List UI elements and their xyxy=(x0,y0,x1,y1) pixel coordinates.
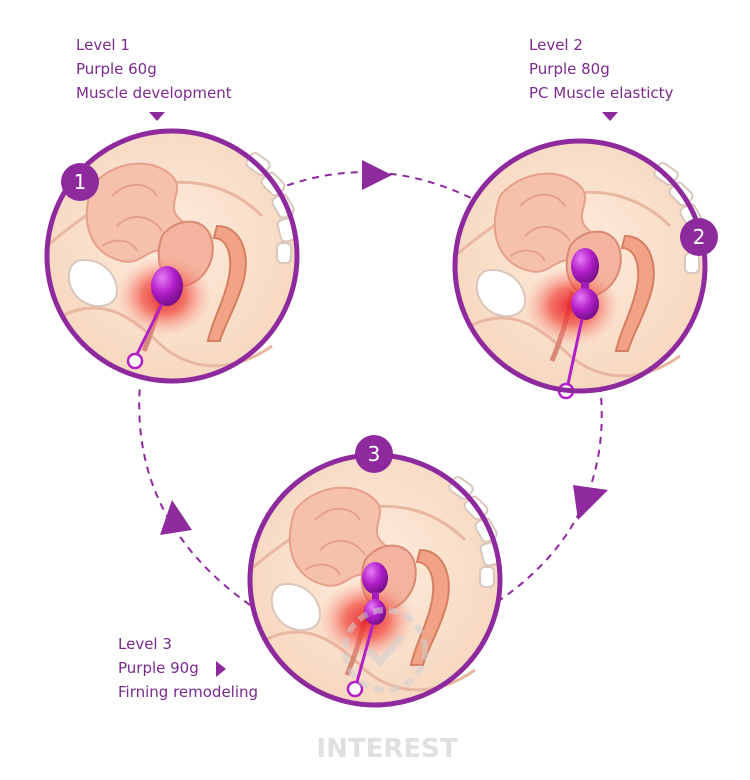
badge-number-3: 3 xyxy=(368,442,381,466)
level-3-caption: Level 3 Purple 90g Firning remodeling xyxy=(118,632,258,704)
badge-number-2: 2 xyxy=(693,225,706,249)
level-2-caption: Level 2 Purple 80g PC Muscle elasticty xyxy=(529,33,673,105)
kegel-ball xyxy=(571,248,599,284)
dashed-arrow-icon xyxy=(362,160,392,190)
dashed-arrow-icon xyxy=(160,500,192,535)
kegel-ball xyxy=(362,562,388,594)
level-1-weight: Purple 60g xyxy=(76,60,157,78)
level-2-illustration xyxy=(452,138,706,400)
cycle-arrows xyxy=(138,171,603,606)
level-3-benefit: Firning remodeling xyxy=(118,683,259,701)
watermark-text: INTEREST xyxy=(316,734,457,764)
triangle-pointer-icon xyxy=(149,112,165,121)
level-3-weight: Purple 90g xyxy=(118,659,199,677)
number-badge-icon: 2 xyxy=(680,218,718,256)
level-3-title: Level 3 xyxy=(118,635,172,653)
kegel-ball xyxy=(151,266,183,306)
retrieval-loop xyxy=(346,680,364,698)
watermark: INTEREST xyxy=(316,607,458,764)
level-2-weight: Purple 80g xyxy=(529,60,610,78)
level-1-title: Level 1 xyxy=(76,36,130,54)
level-1-benefit: Muscle development xyxy=(76,84,232,102)
triangle-pointer-icon xyxy=(216,661,226,677)
number-badge-icon: 1 xyxy=(61,163,99,201)
level-1-illustration xyxy=(44,128,298,384)
badge-number-1: 1 xyxy=(74,170,87,194)
kegel-ball xyxy=(571,288,599,320)
level-1-caption: Level 1 Purple 60g Muscle development xyxy=(76,33,232,105)
dashed-arrow-icon xyxy=(573,485,608,520)
arrow-3-to-1 xyxy=(138,384,251,606)
triangle-pointer-icon xyxy=(602,112,618,121)
level-2-title: Level 2 xyxy=(529,36,583,54)
retrieval-loop xyxy=(126,352,144,370)
level-2-benefit: PC Muscle elasticty xyxy=(529,84,674,102)
level-3-illustration xyxy=(247,452,501,708)
number-badge-icon: 3 xyxy=(355,435,393,473)
